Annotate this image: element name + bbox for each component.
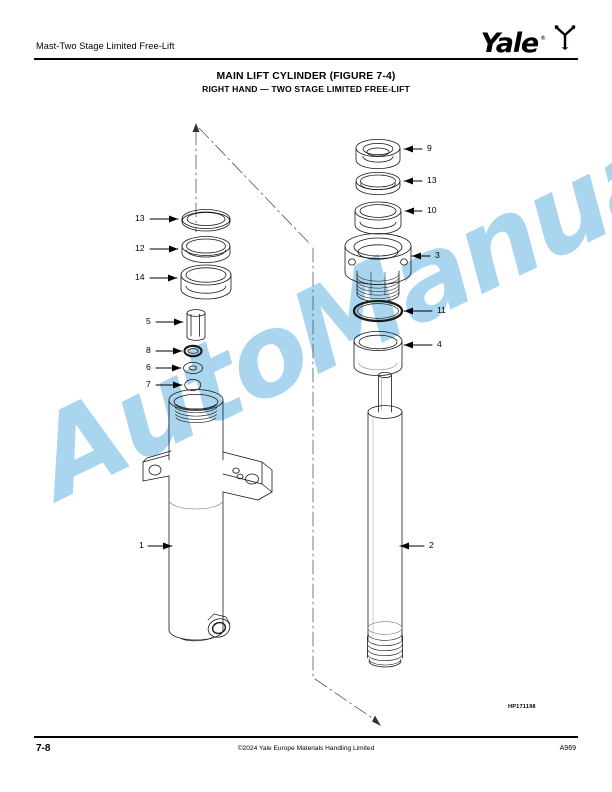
part-13-lower-seal (355, 171, 401, 195)
part-10-bearing-ring (354, 201, 402, 235)
callout-13-lower: 13 (427, 175, 437, 185)
part-7-retaining-clip (184, 379, 202, 391)
callout-5: 5 (146, 316, 151, 326)
yale-forklift-y-icon (552, 23, 578, 55)
copyright-notice: ©2024 Yale Europe Materials Handling Lim… (237, 745, 375, 752)
part-14-bearing-sleeve (180, 264, 232, 300)
footer-divider (34, 736, 578, 738)
part-4-spacer-sleeve (353, 330, 403, 376)
part-8-o-ring (183, 344, 203, 358)
registered-trademark-icon: ® (540, 35, 546, 42)
part-11-o-ring (352, 299, 404, 323)
callout-6: 6 (146, 362, 151, 372)
part-3-gland-nut (344, 233, 412, 302)
page-number: 7-8 (36, 743, 51, 754)
callout-3: 3 (435, 250, 440, 260)
header-section-title: Mast-Two Stage Limited Free-Lift (36, 41, 175, 51)
document-code: A969 (559, 745, 576, 752)
page-footer: 7-8 ©2024 Yale Europe Materials Handling… (34, 736, 578, 762)
callout-8: 8 (146, 345, 151, 355)
part-13-upper-seal (181, 209, 231, 232)
callout-13-upper: 13 (135, 213, 145, 223)
callout-12: 12 (135, 243, 145, 253)
figure-subtitle: RIGHT HAND — TWO STAGE LIMITED FREE-LIFT (202, 84, 410, 94)
yale-logo: Yale ® (480, 23, 578, 59)
part-6-washer (183, 361, 203, 374)
callout-1: 1 (139, 540, 144, 550)
part-9-wiper-cap (355, 138, 401, 169)
brand-wordmark: Yale (480, 28, 540, 59)
figure-title-block: MAIN LIFT CYLINDER (FIGURE 7-4) RIGHT HA… (0, 70, 612, 95)
callout-4: 4 (437, 339, 442, 349)
drawing-reference-number: HP171198 (508, 704, 536, 710)
callout-7: 7 (146, 379, 151, 389)
callout-14: 14 (135, 272, 145, 282)
part-5-plunger-pin (186, 309, 206, 341)
callout-11: 11 (437, 305, 446, 315)
watermark-text: AutoManual (8, 87, 612, 528)
callout-2: 2 (429, 540, 434, 550)
callout-10: 10 (427, 205, 437, 215)
figure-title: MAIN LIFT CYLINDER (FIGURE 7-4) (216, 71, 396, 82)
header-divider (34, 58, 578, 60)
page-header: Mast-Two Stage Limited Free-Lift Yale ® (34, 23, 578, 62)
part-12-backup-ring (181, 236, 231, 263)
callout-9: 9 (427, 143, 432, 153)
part-2-piston-rod (367, 371, 403, 668)
part-1-cylinder-body (142, 389, 273, 642)
